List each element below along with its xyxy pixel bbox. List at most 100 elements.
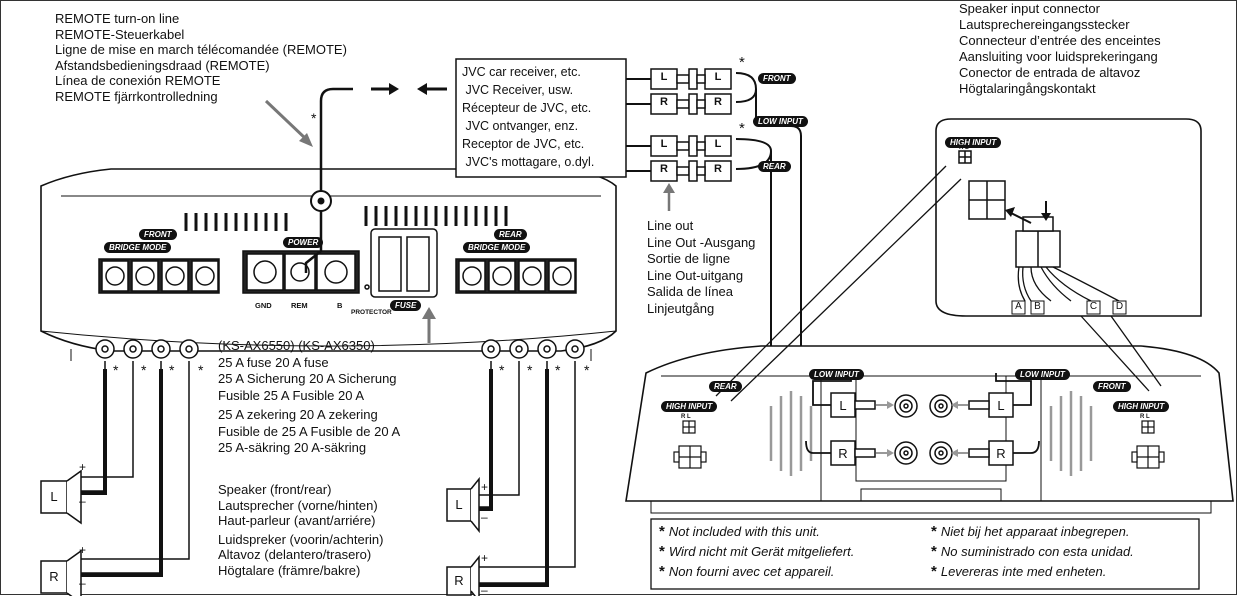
fuse-holder [364, 228, 438, 298]
remote-wire [304, 87, 353, 273]
end-rl-label: R L [1140, 414, 1150, 420]
fuse-label: 25 A-säkring 20 A-säkring [218, 440, 367, 455]
rca-asterisk: * [739, 120, 745, 137]
polarity-minus: – [481, 583, 488, 597]
rem-label: REM [291, 301, 308, 310]
wire-asterisk: * [169, 362, 175, 378]
speaker-label: Luidspreker (voorin/achterin) [218, 531, 384, 547]
polarity-plus: + [79, 460, 87, 474]
line-out-label: Linjeutgång [647, 300, 715, 316]
end-letter-r: R [838, 446, 848, 461]
end-high-input-badge: HIGH INPUT [661, 401, 718, 412]
front-bridge-mode-badge: BRIDGE MODE [104, 242, 172, 253]
fuse-label: 25 A zekering 20 A zekering [218, 407, 378, 422]
footnote-item: *Wird nicht mit Gerät mitgeliefert. [659, 543, 855, 560]
line-out-label: Line Out -Ausgang [647, 234, 756, 250]
polarity-plus: + [481, 551, 489, 565]
end-low-input-badge: LOW INPUT [809, 369, 864, 380]
remote-line-label: Línea de conexión REMOTE [55, 73, 221, 88]
front-speaker-wires-thick [81, 369, 163, 577]
low-input-plugs [830, 392, 1014, 466]
speaker-input-labels: Speaker input connector Lautsprechereing… [959, 1, 1161, 97]
fuse-label: Fusible de 25 A Fusible de 20 A [218, 423, 401, 439]
end-rl-label: R L [681, 414, 691, 420]
gnd-label: GND [255, 301, 272, 310]
remote-line-label: REMOTE-Steuerkabel [55, 26, 185, 42]
wire-letter-a: A [1015, 301, 1022, 312]
footnote-item: *Levereras inte med enheten. [931, 563, 1107, 580]
line-out-label: Line out [647, 218, 694, 233]
remote-line-label: Afstandsbedieningsdraad (REMOTE) [55, 57, 270, 73]
receiver-label: Récepteur de JVC, etc. [462, 101, 592, 115]
fuse-label: Fusible 25 A Fusible 20 A [218, 387, 364, 403]
polarity-minus: – [481, 510, 488, 524]
rca-jacks [894, 394, 953, 465]
end-rear-badge: REAR [709, 381, 742, 392]
polarity-minus: – [79, 494, 86, 508]
wire-asterisk: * [499, 362, 505, 378]
receiver-box-labels: JVC car receiver, etc. JVC Receiver, usw… [462, 63, 594, 171]
rca-front-badge: FRONT [758, 73, 796, 84]
grille-slots-right [364, 206, 508, 226]
rear-bridge-mode-badge: BRIDGE MODE [463, 242, 531, 253]
receiver-box-outline [455, 58, 627, 178]
zoom-high-input-badge: HIGH INPUT [945, 137, 1002, 148]
speaker-label: Haut-parleur (avant/arriére) [218, 513, 376, 528]
speaker-letter-r: R [454, 573, 464, 588]
speaker-input-label: Conector de entrada de altavoz [959, 65, 1141, 80]
speaker-letter-l: L [455, 497, 463, 512]
speaker-input-label: Connecteur d’entrée des enceintes [959, 33, 1161, 48]
rear-badge: REAR [494, 229, 527, 240]
wire-letter-d: D [1115, 301, 1124, 312]
receiver-label: Receptor de JVC, etc. [462, 137, 585, 151]
end-high-input-badge: HIGH INPUT [1113, 401, 1170, 412]
rca-letter-r: R [714, 163, 722, 175]
receiver-label: JVC Receiver, usw. [462, 83, 574, 97]
rear-terminal-block [455, 258, 577, 294]
rca-letter-l: L [660, 71, 668, 83]
remote-pointer [264, 99, 313, 147]
zoom-callout [715, 118, 1202, 402]
rca-asterisk: * [739, 54, 745, 71]
power-badge: POWER [283, 237, 324, 248]
receiver-label: JVC car receiver, etc. [462, 65, 581, 79]
rca-letter-r: R [660, 163, 668, 175]
rca-rear-badge: REAR [758, 161, 791, 172]
speaker-label: Lautsprecher (vorne/hinten) [218, 497, 378, 513]
wire-asterisk: * [141, 362, 147, 378]
speaker-input-label: Högtalaringångskontakt [959, 81, 1096, 96]
end-letter-r: R [996, 446, 1006, 461]
fuse-label: 25 A Sicherung 20 A Sicherung [218, 371, 397, 386]
end-low-input-badge: LOW INPUT [1015, 369, 1070, 380]
rca-letter-l: L [660, 138, 668, 150]
rca-letter-l: L [714, 71, 722, 83]
speaker-input-label: Speaker input connector [959, 1, 1100, 16]
footnote-item: *Not included with this unit. [659, 523, 820, 540]
wire-letter-boxes [1011, 300, 1127, 315]
speaker-letter-l: L [50, 489, 58, 504]
wire-asterisk: * [555, 362, 561, 378]
end-letter-l: L [839, 398, 847, 413]
remote-line-label: REMOTE fjärrkontrolledning [55, 88, 218, 104]
speaker-label: Speaker (front/rear) [218, 482, 332, 497]
footnote-box-outline [650, 518, 1200, 590]
zoom-rl-label: R L [959, 145, 969, 151]
wire-asterisk: * [113, 362, 119, 378]
polarity-minus: – [79, 576, 86, 590]
fuse-badge: FUSE [390, 300, 422, 311]
wire-letter-c: C [1089, 301, 1098, 312]
wire-asterisk: * [584, 362, 590, 378]
remote-line-label: REMOTE turn-on line [55, 11, 180, 26]
polarity-plus: + [79, 543, 87, 557]
high-input-connectors [673, 420, 1165, 469]
wire-letter-b: B [1034, 301, 1041, 312]
remote-line-labels: REMOTE turn-on line REMOTE-Steuerkabel L… [55, 11, 347, 104]
speakers [40, 469, 480, 596]
rear-ring-terminals [481, 339, 585, 359]
b-label: B [337, 301, 343, 310]
rear-speaker-wires [471, 361, 576, 584]
rear-speaker-wires-thick [479, 369, 549, 587]
fuse-models: (KS-AX6550) (KS-AX6350) [218, 338, 375, 353]
